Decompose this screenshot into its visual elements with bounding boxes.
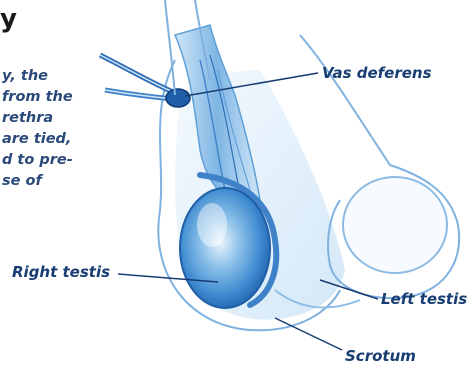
caption-line: y, the	[2, 66, 112, 87]
caption-line: se of	[2, 171, 112, 192]
vas-deferens-label: Vas deferens	[322, 64, 432, 82]
section-heading: y	[0, 4, 17, 34]
left-testis-label: Left testis	[381, 290, 467, 308]
caption-text: y, the from the rethra are tied, d to pr…	[2, 66, 112, 192]
caption-line: are tied,	[2, 129, 112, 150]
scrotum-leader	[275, 318, 342, 350]
caption-line: d to pre-	[2, 150, 112, 171]
caption-line: from the	[2, 87, 112, 108]
vas-tie-knot	[166, 89, 190, 107]
right-testis-highlight	[197, 203, 227, 247]
right-testis-label: Right testis	[12, 263, 110, 281]
right-testis-shape	[180, 188, 270, 308]
caption-line: rethra	[2, 108, 112, 129]
scrotum-label: Scrotum	[345, 347, 416, 365]
left-testis-oval	[343, 177, 447, 273]
